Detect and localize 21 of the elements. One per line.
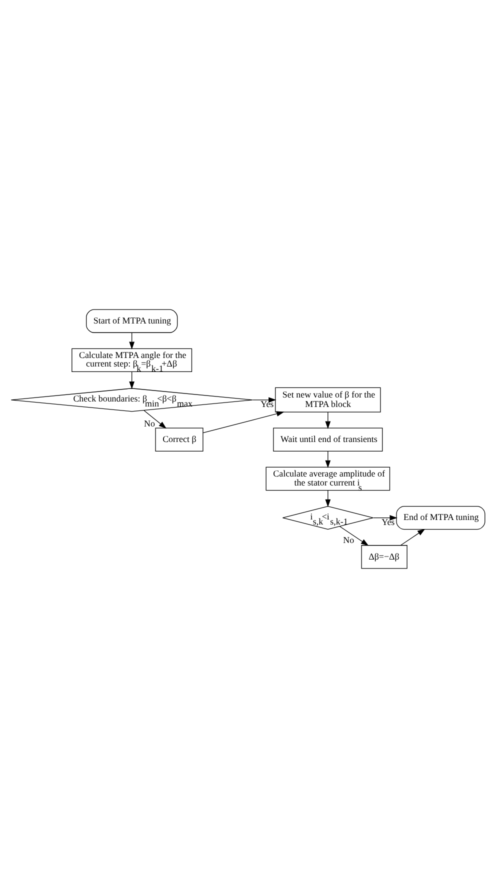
arrow (129, 332, 135, 349)
arrow (252, 396, 276, 402)
node-box: End of MTPA tuning (396, 505, 486, 530)
edge-label: No (144, 418, 155, 428)
arrow (372, 514, 398, 520)
edge-label: Yes (260, 398, 274, 409)
node-box: Δβ=−Δβ (361, 544, 408, 568)
arrow (400, 528, 426, 546)
arrow (325, 489, 331, 507)
node-box: Wait until end of transients (273, 427, 383, 451)
node-box: Start of MTPA tuning (86, 308, 178, 332)
edge-label: Yes (382, 516, 395, 526)
arrow (340, 526, 369, 546)
edge-label: No (343, 534, 354, 545)
arrow (129, 370, 135, 389)
node-box: Correct β (155, 427, 204, 451)
arrow (325, 411, 331, 428)
arrow (144, 410, 166, 428)
arrow (325, 450, 331, 468)
node-box: Set new value of β for the MTPA block (275, 386, 381, 412)
arrow (202, 410, 284, 433)
